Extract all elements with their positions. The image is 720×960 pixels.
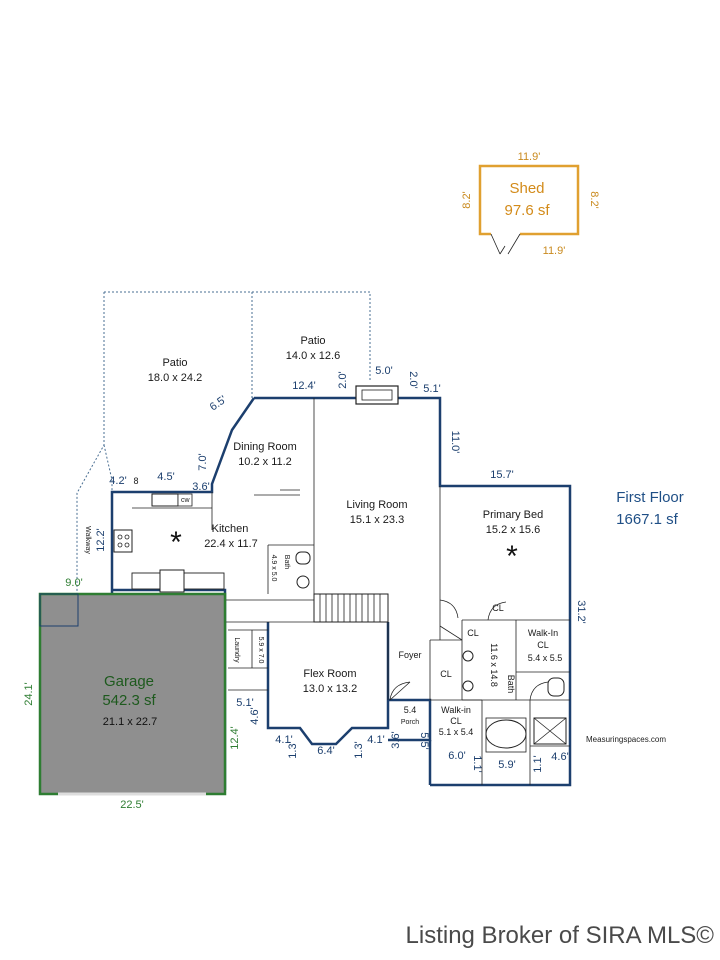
walkin2-size: 5.1 x 5.4 bbox=[439, 727, 474, 737]
dim-8: 8 bbox=[133, 476, 138, 486]
shed-dim-right: 8.2' bbox=[588, 191, 600, 208]
flex-name: Flex Room bbox=[303, 668, 356, 680]
kitchen-star-icon: * bbox=[170, 526, 182, 559]
walkin2-name2: CL bbox=[450, 716, 462, 726]
garage-dim-top: 9.0' bbox=[65, 577, 82, 589]
walkway-label: Walkway bbox=[84, 526, 91, 554]
shed-area: 97.6 sf bbox=[504, 202, 550, 219]
cl1-label: CL bbox=[467, 628, 479, 638]
dim-31-2: 31.2' bbox=[575, 600, 587, 624]
fireplace-inner bbox=[361, 389, 393, 401]
patio2-size: 14.0 x 12.6 bbox=[286, 350, 340, 362]
dim-1-3b: 1.3' bbox=[353, 741, 365, 758]
foyer-name: Foyer bbox=[398, 650, 421, 660]
dim-6-4: 6.4' bbox=[317, 745, 334, 757]
dim-3-6a: 3.6' bbox=[192, 481, 209, 493]
patio1-name: Patio bbox=[162, 357, 187, 369]
walkin1-name2: CL bbox=[537, 640, 549, 650]
dim-6-0: 6.0' bbox=[448, 750, 465, 762]
cl3-label: CL bbox=[492, 603, 504, 613]
garage-dim-right: 12.4' bbox=[229, 726, 241, 750]
cl2-label: CL bbox=[440, 669, 452, 679]
dim-5-1b: 5.1' bbox=[236, 697, 253, 709]
dim-5-0: 5.0' bbox=[375, 365, 392, 377]
dim-1-3a: 1.3' bbox=[287, 741, 299, 758]
staircase bbox=[313, 593, 389, 623]
bath2-size: 11.6 x 14.8 bbox=[489, 643, 499, 687]
walkin1-name: Walk-In bbox=[528, 628, 558, 638]
garage-size: 21.1 x 22.7 bbox=[103, 716, 157, 728]
dim-15-7: 15.7' bbox=[490, 469, 514, 481]
listing-broker-footer: Listing Broker of SIRA MLS© bbox=[405, 922, 714, 949]
flex-size: 13.0 x 13.2 bbox=[303, 683, 357, 695]
dim-12-2: 12.2' bbox=[95, 528, 107, 552]
primary-name: Primary Bed bbox=[483, 509, 544, 521]
dimension-labels: 12.4' 2.0' 5.0' 2.0' 5.1' 11.0' 15.7' 31… bbox=[95, 365, 587, 773]
walkin2-name: Walk-in bbox=[441, 705, 471, 715]
patios bbox=[76, 291, 371, 594]
dim-4-1b: 4.1' bbox=[367, 734, 384, 746]
kitchen-size: 22.4 x 11.7 bbox=[204, 538, 258, 550]
garage-dim-bottom: 22.5' bbox=[120, 799, 144, 811]
patio2-name: Patio bbox=[300, 335, 325, 347]
bath1-name: Bath bbox=[283, 555, 290, 570]
porch-size: 5.4 bbox=[404, 705, 417, 715]
bath1-size: 4.9 x 5.0 bbox=[270, 555, 277, 582]
primary-size: 15.2 x 15.6 bbox=[486, 524, 540, 536]
dim-5-5: 5.5' bbox=[418, 732, 430, 749]
garage-name: Garage bbox=[104, 673, 154, 690]
garage-dim-left: 24.1' bbox=[23, 682, 35, 706]
dim-1-1b: 1.1' bbox=[532, 755, 544, 772]
credit-text: Measuringspaces.com bbox=[586, 735, 666, 744]
bath2-name: Bath bbox=[506, 675, 516, 694]
dining-name: Dining Room bbox=[233, 441, 297, 453]
shed-dim-left: 8.2' bbox=[461, 191, 473, 208]
dim-2-0a: 2.0' bbox=[337, 371, 349, 388]
dim-4-5: 4.5' bbox=[157, 471, 174, 483]
dim-12-4: 12.4' bbox=[292, 380, 316, 392]
bedroom-star-icon: * bbox=[506, 540, 518, 573]
dim-6-5: 6.5' bbox=[208, 394, 229, 414]
dim-4-2: 4.2' bbox=[109, 475, 126, 487]
room-labels: Patio 18.0 x 24.2 Patio 14.0 x 12.6 Dini… bbox=[84, 335, 562, 737]
svg-text:cw: cw bbox=[181, 497, 191, 504]
garage: Garage 542.3 sf 21.1 x 22.7 9.0' 22.5' 2… bbox=[23, 577, 241, 811]
patio1-size: 18.0 x 24.2 bbox=[148, 372, 202, 384]
dim-4-6b: 4.6' bbox=[551, 751, 568, 763]
living-size: 15.1 x 23.3 bbox=[350, 514, 404, 526]
dim-5-1: 5.1' bbox=[423, 383, 440, 395]
dim-2-0b: 2.0' bbox=[407, 371, 419, 388]
kitchen-name: Kitchen bbox=[212, 523, 249, 535]
shed-dim-bottom: 11.9' bbox=[543, 245, 566, 257]
floor-name: First Floor bbox=[616, 489, 684, 506]
laundry-name: Laundry bbox=[233, 637, 240, 663]
dim-1-1a: 1.1' bbox=[471, 755, 483, 772]
shed-name: Shed bbox=[509, 180, 544, 197]
shed: 11.9' 11.9' 8.2' 8.2' Shed 97.6 sf bbox=[461, 151, 600, 257]
bath-fixtures bbox=[295, 551, 567, 753]
living-name: Living Room bbox=[346, 499, 407, 511]
dim-3-6b: 3.6' bbox=[390, 731, 402, 748]
floor-area: 1667.1 sf bbox=[616, 511, 679, 528]
garage-area: 542.3 sf bbox=[102, 692, 156, 709]
shed-dim-top: 11.9' bbox=[518, 151, 541, 163]
dim-5-9: 5.9' bbox=[498, 759, 515, 771]
dim-11-0: 11.0' bbox=[449, 431, 461, 454]
dining-size: 10.2 x 11.2 bbox=[238, 456, 292, 468]
laundry-size: 5.9 x 7.0 bbox=[257, 637, 264, 664]
porch-name: Porch bbox=[401, 719, 419, 726]
dim-4-1a: 4.1' bbox=[275, 734, 292, 746]
dim-7-0: 7.0' bbox=[197, 453, 209, 470]
walkin1-size: 5.4 x 5.5 bbox=[528, 653, 563, 663]
dim-4-6a: 4.6' bbox=[249, 707, 261, 724]
